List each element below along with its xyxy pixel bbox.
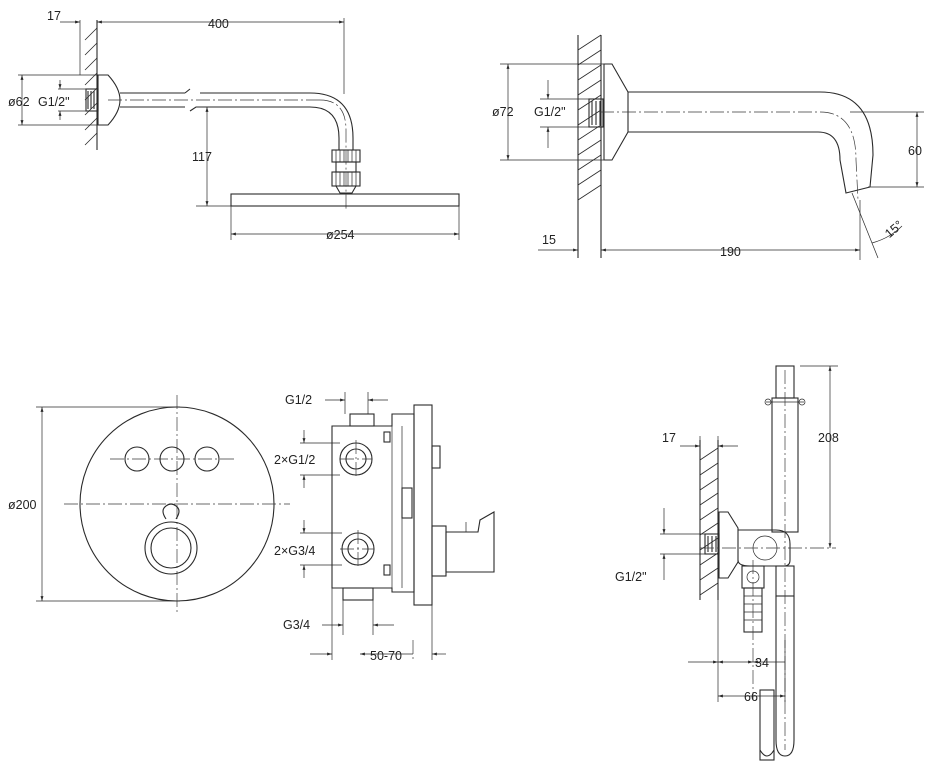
handle-profile xyxy=(431,511,495,577)
dim-plate-diameter: ø200 xyxy=(8,498,37,512)
dim-wall-offset: 17 xyxy=(47,9,61,23)
wall-hatch xyxy=(699,447,719,596)
shower-arm xyxy=(120,88,354,150)
spout-body xyxy=(628,91,874,194)
shower-arm-view: 17 400 ø62 G1/2" 117 ø254 xyxy=(8,9,460,242)
wall-hatch xyxy=(84,20,98,150)
hand-shower-holder-view: 17 208 G1/2" 34 66 xyxy=(615,365,839,761)
dim-side-threads-top: 2×G1/2 xyxy=(274,453,315,467)
swivel-connector xyxy=(331,149,361,194)
shower-head xyxy=(230,193,460,207)
dim-thread: G1/2" xyxy=(534,105,566,119)
push-button-2[interactable] xyxy=(159,446,185,472)
hand-shower xyxy=(759,365,806,761)
dim-thread: G1/2" xyxy=(38,95,70,109)
dim-wall-offset: 15 xyxy=(542,233,556,247)
spout-view: ø72 G1/2" 60 15 190 15° xyxy=(492,34,924,260)
dim-flange-diameter: ø72 xyxy=(492,105,514,119)
thread-stub xyxy=(704,533,720,555)
mounting-plate xyxy=(413,404,433,606)
holder-elbow xyxy=(737,529,791,567)
dim-top-thread: G1/2 xyxy=(285,393,312,407)
dim-flange-diameter: ø62 xyxy=(8,95,30,109)
dim-side-threads-bottom: 2×G3/4 xyxy=(274,544,315,558)
dim-install-depth: 50-70 xyxy=(370,649,402,663)
push-button-1[interactable] xyxy=(124,446,150,472)
dim-thread: G1/2" xyxy=(615,570,647,584)
dim-angle: 15° xyxy=(882,218,905,241)
wall-flange xyxy=(718,511,739,579)
dim-depth-inner: 34 xyxy=(755,656,769,670)
rough-in-body-view: G1/2 2×G1/2 2×G3/4 G3/4 50-70 xyxy=(274,392,495,663)
temperature-knob[interactable] xyxy=(144,503,198,575)
dim-height: 60 xyxy=(908,144,922,158)
thread-stub xyxy=(588,98,604,128)
push-button-3[interactable] xyxy=(194,446,220,472)
dim-depth-outer: 66 xyxy=(744,690,758,704)
dim-head-diameter: ø254 xyxy=(326,228,355,242)
dim-length: 190 xyxy=(720,245,741,259)
thermostat-plate-view: ø200 xyxy=(8,395,290,615)
dim-arm-length: 400 xyxy=(208,17,229,31)
dim-bottom-thread: G3/4 xyxy=(283,618,310,632)
wall-hatch xyxy=(577,34,602,201)
dim-wall-offset: 17 xyxy=(662,431,676,445)
dim-height: 208 xyxy=(818,431,839,445)
dim-drop-height: 117 xyxy=(192,150,212,164)
